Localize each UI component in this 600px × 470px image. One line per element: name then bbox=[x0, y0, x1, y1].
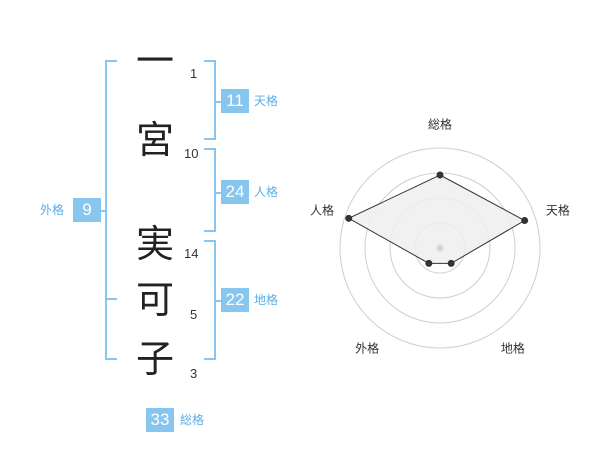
radar-point-2 bbox=[521, 216, 529, 224]
radar-chart bbox=[339, 147, 541, 349]
radar-ring-4 bbox=[339, 147, 541, 349]
jinkaku-tick bbox=[216, 192, 221, 194]
jinkaku-bracket bbox=[204, 148, 216, 232]
stroke-count-1: 1 bbox=[190, 66, 198, 81]
gaikaku-bracket bbox=[105, 60, 117, 360]
radar-axis-label-2: 天格 bbox=[545, 203, 570, 218]
chikaku-label: 地格 bbox=[254, 293, 279, 307]
jinkaku-value: 24 bbox=[221, 180, 249, 204]
soukaku-value: 33 bbox=[146, 408, 174, 432]
gaikaku-value: 9 bbox=[73, 198, 101, 222]
radar-center bbox=[436, 244, 444, 252]
soukaku-label: 総格 bbox=[180, 413, 205, 427]
tenkaku-label: 天格 bbox=[254, 94, 279, 108]
jinkaku-label: 人格 bbox=[254, 185, 279, 199]
radar-axis-label-1: 総格 bbox=[427, 117, 453, 132]
radar-axis-label-5: 人格 bbox=[310, 203, 335, 218]
chikaku-bracket bbox=[204, 240, 216, 360]
tenkaku-value: 11 bbox=[221, 89, 249, 113]
tenkaku-tick bbox=[216, 101, 221, 103]
name-char-4: 可 bbox=[135, 278, 174, 322]
chikaku-tick bbox=[216, 300, 221, 302]
radar-point-3 bbox=[447, 259, 455, 267]
stroke-count-3: 14 bbox=[184, 246, 199, 261]
tenkaku-bracket bbox=[204, 60, 216, 140]
radar-point-1 bbox=[436, 171, 444, 179]
name-char-5: 子 bbox=[135, 337, 174, 381]
radar-point-5 bbox=[345, 214, 353, 222]
name-char-2: 宮 bbox=[135, 118, 174, 162]
radar-point-4 bbox=[425, 259, 433, 267]
name-char-3: 実 bbox=[135, 222, 174, 266]
gaikaku-label: 外格 bbox=[40, 203, 65, 217]
stroke-count-4: 5 bbox=[190, 307, 198, 322]
name-char-1: 一 bbox=[135, 39, 174, 83]
radar-axis-label-4: 外格 bbox=[355, 341, 380, 356]
radar-polygon bbox=[347, 174, 526, 264]
stroke-count-2: 10 bbox=[184, 146, 199, 161]
radar-axis-label-3: 地格 bbox=[500, 341, 525, 356]
gaikaku-divider bbox=[105, 298, 117, 300]
chikaku-value: 22 bbox=[221, 288, 249, 312]
stroke-count-5: 3 bbox=[190, 366, 198, 381]
